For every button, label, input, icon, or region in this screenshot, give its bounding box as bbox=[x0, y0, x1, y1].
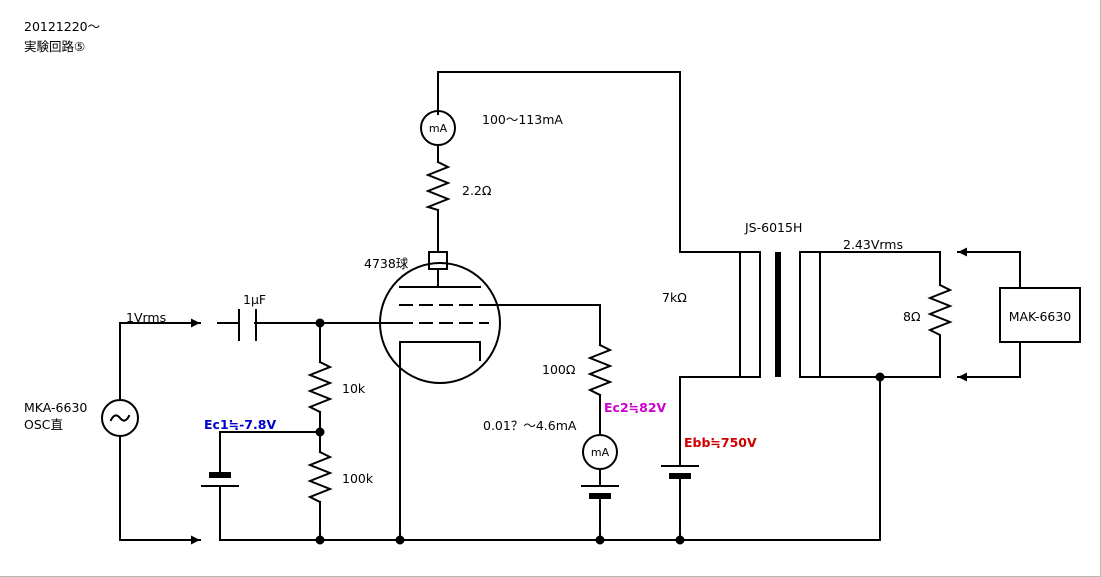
output-level-label: 2.43Vrms bbox=[843, 237, 903, 252]
plate-wire bbox=[437, 71, 741, 253]
input-level-label: 1Vrms bbox=[126, 310, 166, 325]
screen-battery bbox=[581, 468, 619, 541]
date-label: 20121220～ bbox=[24, 19, 100, 34]
title-label: 実験回路⑤ bbox=[24, 39, 85, 54]
analyzer-in-wire bbox=[957, 247, 1021, 289]
tube-label: 4738球 bbox=[364, 256, 409, 271]
screen-ammeter-label: mA bbox=[591, 446, 610, 459]
coupling-cap-label: 1μF bbox=[243, 292, 266, 307]
tube-4738 bbox=[379, 251, 501, 384]
generator-name-label: MKA-6630 bbox=[24, 400, 87, 415]
input-wire bbox=[119, 318, 201, 401]
transformer-label: JS-6015H bbox=[744, 220, 802, 235]
analyzer-box: MAK-6630 bbox=[999, 287, 1081, 343]
output-transformer bbox=[739, 251, 821, 378]
secondary-wire bbox=[819, 251, 941, 378]
grid-resistor-10k bbox=[307, 360, 333, 414]
load-resistor bbox=[927, 283, 953, 346]
supply-battery bbox=[661, 465, 699, 541]
generator-mode-label: OSC直 bbox=[24, 417, 63, 432]
junction-dots bbox=[315, 318, 885, 545]
ground-bus bbox=[219, 376, 881, 541]
analyzer-label: MAK-6630 bbox=[1009, 309, 1072, 324]
screen-current-label: 0.01？～4.6mA bbox=[483, 418, 577, 433]
load-label: 8Ω bbox=[903, 309, 921, 324]
grid-resistor-100k bbox=[307, 450, 333, 504]
primary-impedance-label: 7kΩ bbox=[662, 290, 687, 305]
grid-bias-label: Ec1≒-7.8V bbox=[204, 417, 276, 432]
coupling-capacitor bbox=[217, 309, 257, 341]
grid-resistor-10k-label: 10k bbox=[342, 381, 366, 396]
screen-resistor bbox=[587, 343, 613, 397]
plate-resistor bbox=[424, 160, 451, 212]
bias-battery bbox=[201, 472, 239, 541]
plate-resistor-label: 2.2Ω bbox=[462, 183, 492, 198]
grid-resistor-100k-label: 100k bbox=[342, 471, 374, 486]
screen-ammeter: mA bbox=[582, 434, 618, 470]
screen-voltage-label: Ec2≒82V bbox=[604, 400, 667, 415]
screen-resistor-label: 100Ω bbox=[542, 362, 576, 377]
supply-voltage-label: Ebb≒750V bbox=[684, 435, 757, 450]
input-return-wire bbox=[119, 435, 201, 545]
analyzer-return-wire bbox=[957, 341, 1021, 382]
plate-ammeter-label: mA bbox=[429, 122, 448, 135]
plate-ammeter: mA bbox=[420, 110, 456, 146]
plate-current-label: 100～113mA bbox=[482, 112, 563, 127]
bias-wire bbox=[219, 431, 321, 476]
supply-wire bbox=[679, 376, 741, 467]
screen-wire bbox=[487, 304, 601, 346]
signal-generator bbox=[101, 399, 139, 437]
